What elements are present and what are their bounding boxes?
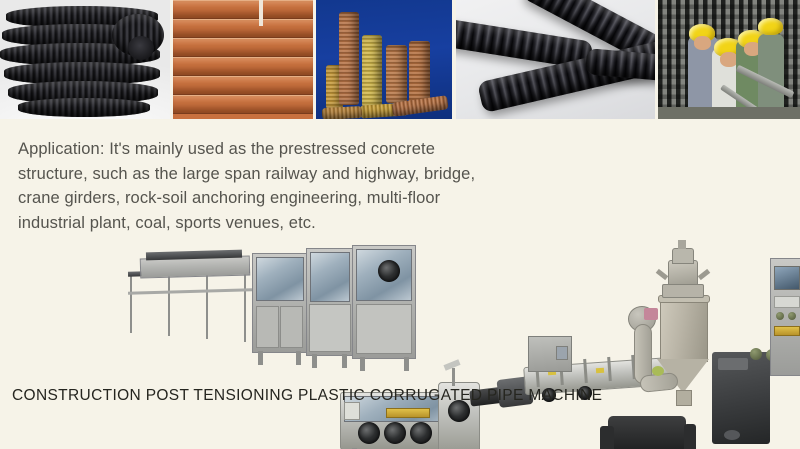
- photo-panel-construction-workers: [658, 0, 800, 119]
- drying-hopper: [660, 298, 708, 362]
- application-description: Application: It's mainly used as the pre…: [18, 140, 476, 232]
- gauge-panel: [344, 402, 360, 420]
- walkway: [658, 107, 800, 119]
- gearbox-handwheel: [724, 430, 740, 440]
- drive-motor: [608, 416, 686, 449]
- duct-filter: [652, 366, 664, 376]
- control-display: [556, 346, 568, 360]
- warning-label-icon: [595, 367, 605, 374]
- photo-strip: [0, 0, 800, 119]
- machine-nameplate: [386, 408, 430, 418]
- hmi-screen: [774, 266, 800, 290]
- photo-panel-crossing-black-pipes: [456, 0, 655, 119]
- product-caption: CONSTRUCTION POST TENSIONING PLASTIC COR…: [12, 387, 603, 404]
- photo-panel-yellow-orange-pipes-blue: [316, 0, 452, 119]
- pipe-open-end: [128, 36, 154, 60]
- hopper-outlet: [676, 390, 692, 406]
- duct-clamp: [644, 308, 658, 320]
- photo-panel-terracotta-pipe-stack: [173, 0, 313, 119]
- machine-line-illustration: [0, 120, 800, 449]
- blower-wheel-icon: [378, 260, 400, 282]
- photo-panel-black-coiled-pipe: [0, 0, 170, 119]
- white-strap: [259, 0, 263, 26]
